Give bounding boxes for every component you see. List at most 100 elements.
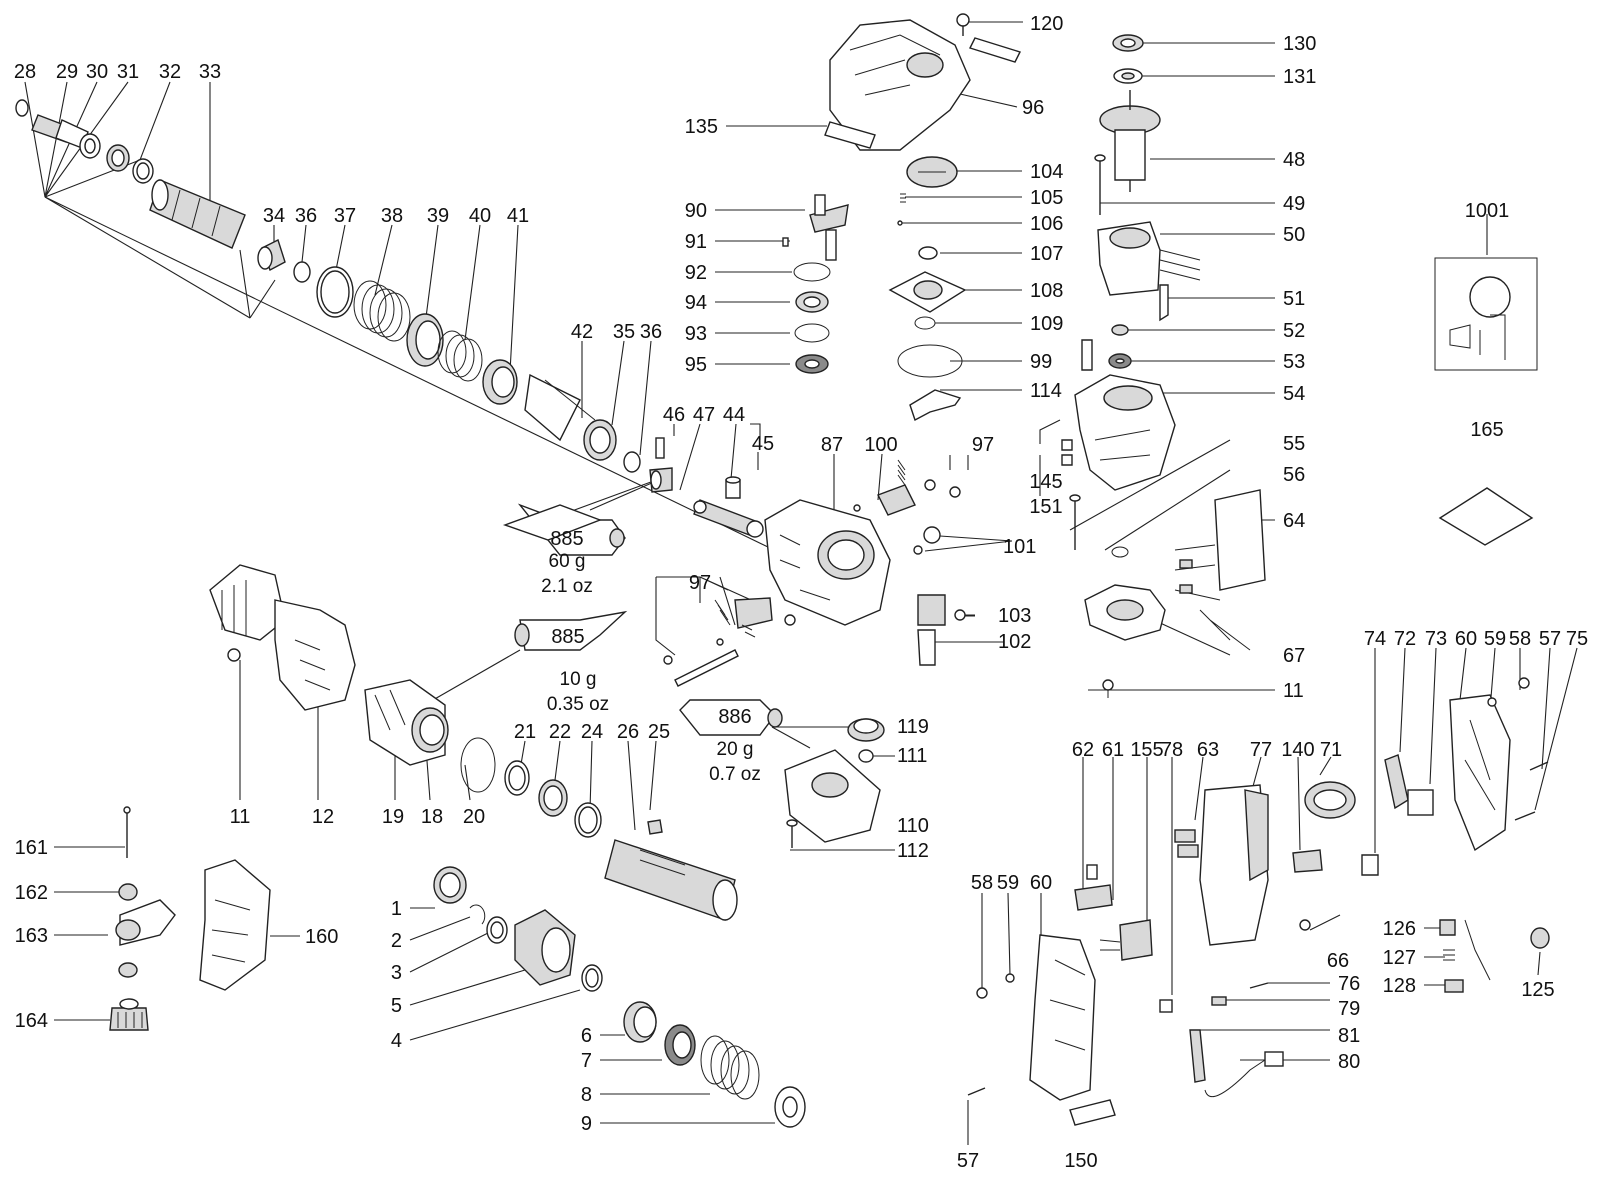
- callout: 3: [391, 962, 402, 984]
- tube-3-code: 886: [718, 706, 751, 728]
- part-56: [1111, 546, 1129, 558]
- parts: [15, 13, 1550, 1128]
- callout: 75: [1566, 628, 1588, 650]
- part-7: [664, 1024, 696, 1066]
- part-60a: [1449, 694, 1511, 852]
- callout: 95: [685, 354, 707, 376]
- part-28: [15, 99, 29, 117]
- part-36a: [293, 261, 311, 283]
- part-58a: [1518, 677, 1530, 689]
- callout: 36: [640, 321, 662, 343]
- callout: 160: [305, 926, 338, 948]
- callout: 42: [571, 321, 593, 343]
- part-35: [583, 419, 617, 461]
- callout: 94: [685, 292, 707, 314]
- callout: 163: [15, 925, 48, 947]
- part-110: [784, 749, 881, 843]
- callout: 2: [391, 930, 402, 952]
- callout: 25: [648, 721, 670, 743]
- part-162: [118, 883, 138, 901]
- callout: 33: [199, 61, 221, 83]
- callout: 155: [1130, 739, 1163, 761]
- callout: 161: [15, 837, 48, 859]
- part-12: [209, 564, 356, 711]
- callout: 39: [427, 205, 449, 227]
- callout: 114: [1030, 380, 1062, 402]
- part-61: [1086, 864, 1098, 880]
- part-3: [486, 916, 508, 944]
- callout: 105: [1030, 187, 1063, 209]
- part-130: [1112, 34, 1144, 52]
- part-55: [1069, 494, 1081, 550]
- part-103: [954, 609, 975, 621]
- part-135: [824, 121, 876, 149]
- callout: 4: [391, 1030, 402, 1052]
- part-100: [853, 504, 861, 512]
- part-160: [199, 859, 271, 991]
- part-1001: [1434, 257, 1538, 371]
- part-20: [460, 737, 496, 793]
- part-105: [900, 193, 906, 203]
- callout: 51: [1283, 288, 1305, 310]
- callout: 165: [1470, 419, 1503, 441]
- part-30: [79, 133, 101, 159]
- part-112: [786, 819, 798, 848]
- tube-3-weight-oz: 0.7 oz: [709, 764, 761, 785]
- part-45: [725, 476, 741, 499]
- part-77: [1199, 784, 1269, 946]
- callout: 78: [1161, 739, 1183, 761]
- part-21: [504, 760, 530, 796]
- part-25: [647, 819, 663, 835]
- part-97b: [663, 597, 796, 687]
- part-36b: [623, 451, 641, 473]
- part-47: [649, 467, 673, 493]
- part-34: [257, 239, 286, 271]
- callout: 11: [1283, 680, 1304, 702]
- callout: 109: [1030, 313, 1063, 335]
- part-81: [1189, 1029, 1206, 1083]
- part-4: [581, 964, 603, 992]
- tube-1-weight: 60 g: [549, 551, 586, 572]
- callout: 1001: [1465, 200, 1510, 222]
- part-18: [364, 679, 449, 766]
- callout: 131: [1283, 66, 1316, 88]
- part-128: [1444, 919, 1491, 993]
- part-57a: [1529, 761, 1549, 771]
- tube-3-weight: 20 g: [717, 739, 754, 760]
- part-102: [917, 594, 946, 666]
- part-26: [604, 839, 738, 921]
- part-127: [1443, 949, 1455, 961]
- callout: 102: [998, 631, 1031, 653]
- callout: 145: [1029, 471, 1062, 493]
- tube-2-weight-oz: 0.35 oz: [547, 694, 609, 715]
- part-31: [106, 144, 130, 172]
- callout: 99: [1030, 351, 1052, 373]
- callout: 7: [581, 1050, 592, 1072]
- callout: 96: [1022, 97, 1044, 119]
- part-106: [897, 220, 903, 226]
- grease-tube-2: 885 10 g 0.35 oz: [547, 626, 609, 715]
- callout: 56: [1283, 464, 1305, 486]
- tube-1-code: 885: [550, 528, 583, 550]
- part-59a: [1487, 697, 1497, 707]
- part-163: [115, 899, 176, 946]
- callout: 76: [1338, 973, 1360, 995]
- callout: 58: [971, 872, 993, 894]
- part-6: [623, 1001, 657, 1043]
- callout: 37: [334, 205, 356, 227]
- part-72: [1384, 754, 1409, 810]
- callout: 100: [864, 434, 897, 456]
- part-71: [1304, 781, 1356, 819]
- callout: 32: [159, 61, 181, 83]
- part-24: [574, 802, 602, 838]
- grease-tube-1: 885 60 g 2.1 oz: [541, 528, 593, 597]
- callout: 74: [1364, 628, 1386, 650]
- part-164: [109, 998, 149, 1031]
- callout: 1: [391, 898, 402, 920]
- callout: 19: [382, 806, 404, 828]
- callout: 151: [1029, 496, 1062, 518]
- part-74: [1361, 854, 1379, 876]
- part-53: [1108, 353, 1132, 369]
- callout: 77: [1250, 739, 1272, 761]
